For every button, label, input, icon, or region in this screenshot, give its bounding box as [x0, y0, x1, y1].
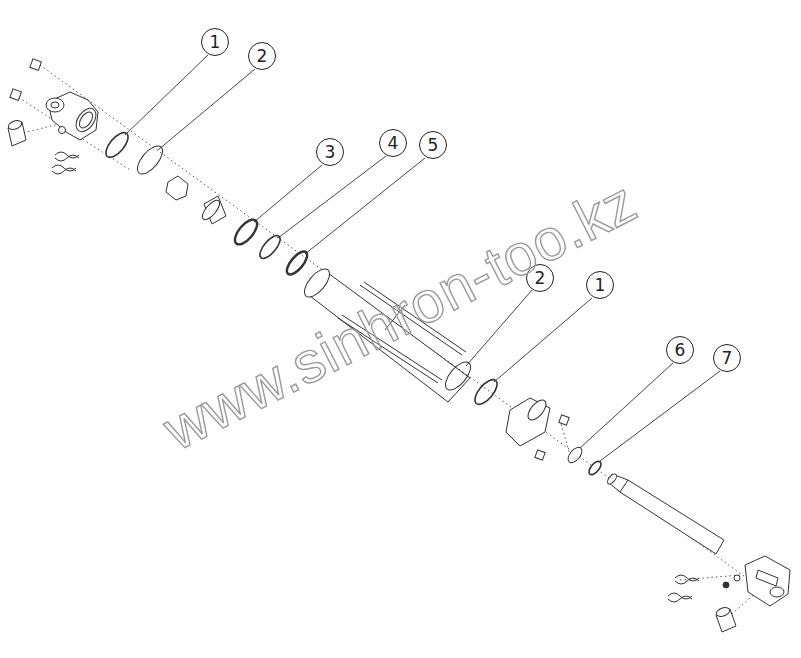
callout-number: 7	[713, 344, 741, 372]
seal-ring	[441, 358, 501, 408]
end-cap	[506, 397, 569, 460]
callout-number: 2	[248, 42, 276, 70]
axis-line	[40, 65, 770, 595]
spring-clip	[668, 575, 699, 602]
rod-seal	[565, 445, 603, 477]
nut	[10, 59, 42, 101]
watermark: www.sinhron-too.kz	[153, 167, 648, 463]
seal-ring	[102, 129, 311, 278]
callout-number: 1	[201, 28, 229, 56]
piston	[166, 176, 226, 224]
piston-rod	[606, 472, 724, 554]
rod-clevis	[723, 556, 790, 606]
callout-number: 3	[316, 138, 344, 166]
callout-number: 1	[586, 271, 614, 299]
callout-number: 5	[419, 131, 447, 159]
axis-line	[560, 420, 570, 455]
callout-number: 6	[666, 336, 694, 364]
spring-clip	[52, 152, 79, 174]
pin	[7, 119, 26, 146]
pin	[715, 606, 736, 632]
head-clevis	[46, 92, 100, 140]
callout-number: 4	[379, 129, 407, 157]
